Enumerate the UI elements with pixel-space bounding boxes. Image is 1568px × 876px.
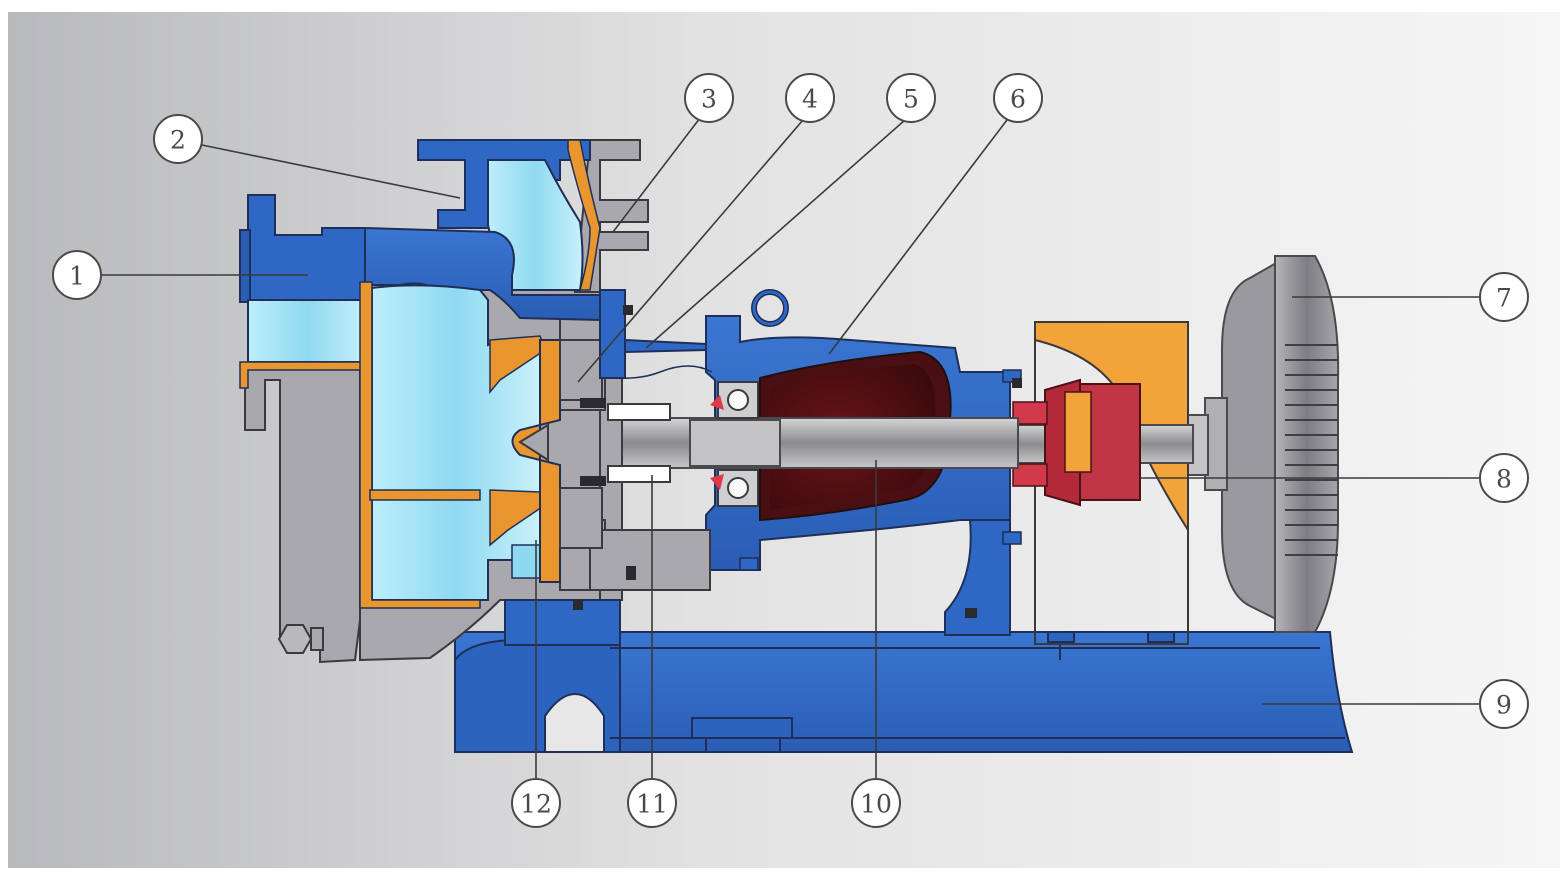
callout-5: 5 [886, 73, 936, 123]
callout-3: 3 [684, 73, 734, 123]
svg-text:10: 10 [860, 790, 892, 819]
casing-upper-cover [364, 226, 601, 322]
callout-7: 7 [1479, 272, 1529, 322]
leader-lines [102, 117, 1480, 780]
suction-inlet [239, 194, 369, 389]
svg-text:5: 5 [903, 85, 919, 114]
coupling [1012, 378, 1194, 507]
svg-text:9: 9 [1496, 691, 1512, 720]
svg-text:11: 11 [636, 790, 668, 819]
mechanical-seal [559, 289, 713, 549]
svg-text:6: 6 [1010, 85, 1026, 114]
shaft-sleeve [689, 419, 781, 467]
impeller [511, 339, 561, 583]
callout-12: 12 [511, 778, 561, 828]
callout-6: 6 [993, 73, 1043, 123]
ball-bearings [710, 381, 759, 507]
pump-chamber [359, 281, 546, 609]
callout-11: 11 [627, 778, 677, 828]
svg-text:12: 12 [520, 790, 552, 819]
casing-bolts [573, 305, 1022, 618]
callout-8: 8 [1479, 453, 1529, 503]
callout-9: 9 [1479, 679, 1529, 729]
svg-text:8: 8 [1496, 465, 1512, 494]
electric-motor [1187, 255, 1340, 633]
callout-1: 1 [52, 250, 102, 300]
callout-10: 10 [851, 778, 901, 828]
callout-4: 4 [785, 73, 835, 123]
base-plate [454, 631, 1354, 753]
callout-2: 2 [153, 114, 203, 164]
svg-text:4: 4 [802, 85, 818, 114]
svg-text:2: 2 [170, 126, 186, 155]
svg-text:7: 7 [1496, 284, 1512, 313]
svg-text:3: 3 [701, 85, 717, 114]
svg-text:1: 1 [69, 262, 85, 291]
